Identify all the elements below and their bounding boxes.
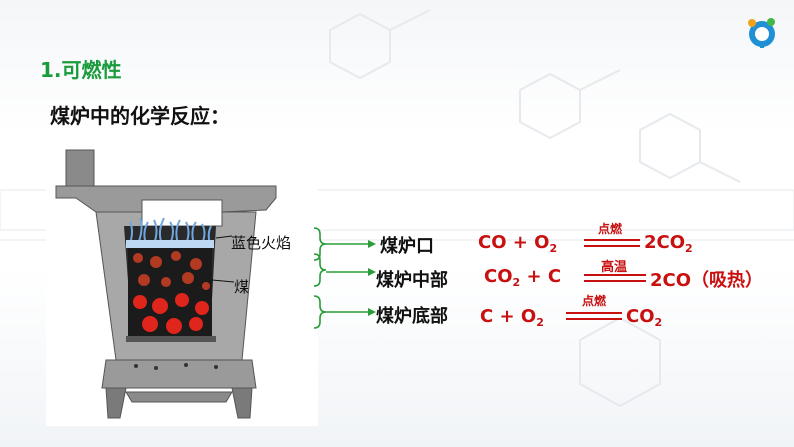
bracket-bottom: [313, 295, 327, 329]
eq1-reactant-2: O: [534, 232, 550, 253]
eq2-arrow-line-2: [584, 280, 646, 282]
eq2-note: （吸热）: [691, 270, 764, 291]
eq3-reactant-1: C: [480, 306, 494, 327]
arrow-head-bottom: [368, 308, 376, 316]
stove-illustration: [46, 140, 318, 426]
eq1-product: 2CO2: [644, 232, 693, 255]
eq3-arrow-line-2: [566, 318, 622, 320]
eq3-arrow-line-1: [566, 312, 622, 314]
arrow-head-top: [368, 240, 376, 248]
equation-middle: CO2 + C: [484, 266, 561, 289]
zone-label-top: 煤炉口: [380, 236, 434, 257]
bracket-middle: [313, 253, 327, 287]
section-title: 1.可燃性: [40, 58, 122, 82]
arrow-head-middle: [368, 268, 376, 276]
eq2-product: 2CO（吸热）: [650, 270, 764, 291]
subtitle: 煤炉中的化学反应：: [50, 104, 230, 128]
eq2-reactant-1-sub: 2: [512, 276, 521, 289]
equation-top: CO + O2: [478, 232, 557, 255]
eq1-condition: 点燃: [597, 222, 622, 236]
eq3-product: CO2: [626, 306, 663, 329]
bracket-top: [313, 227, 327, 261]
eq1-reactant-2-sub: 2: [549, 242, 558, 255]
eq3-condition: 点燃: [581, 294, 606, 308]
brand-logo-icon: [748, 18, 775, 48]
eq2-arrow-line-1: [584, 274, 646, 276]
eq3-reactant-2: O: [520, 306, 537, 327]
coal-label: 煤: [234, 278, 250, 296]
eq1-arrow-line-2: [584, 245, 640, 247]
eq2-reactant-2: C: [547, 266, 562, 287]
eq2-condition: 高温: [600, 260, 627, 275]
stove-drawing: [55, 149, 277, 419]
eq2-plus: +: [526, 266, 542, 287]
eq1-plus: +: [512, 232, 528, 253]
eq1-reactant-1: CO: [478, 232, 507, 253]
equation-bottom: C + O2: [480, 306, 544, 329]
eq1-arrow-line-1: [584, 239, 640, 241]
eq3-plus: +: [499, 306, 515, 327]
zone-label-bottom: 煤炉底部: [376, 306, 448, 327]
flame-label: 蓝色火焰: [231, 234, 292, 252]
eq2-reactant-1: CO: [484, 266, 513, 287]
zone-label-middle: 煤炉中部: [376, 270, 448, 291]
eq3-reactant-2-sub: 2: [536, 316, 544, 329]
